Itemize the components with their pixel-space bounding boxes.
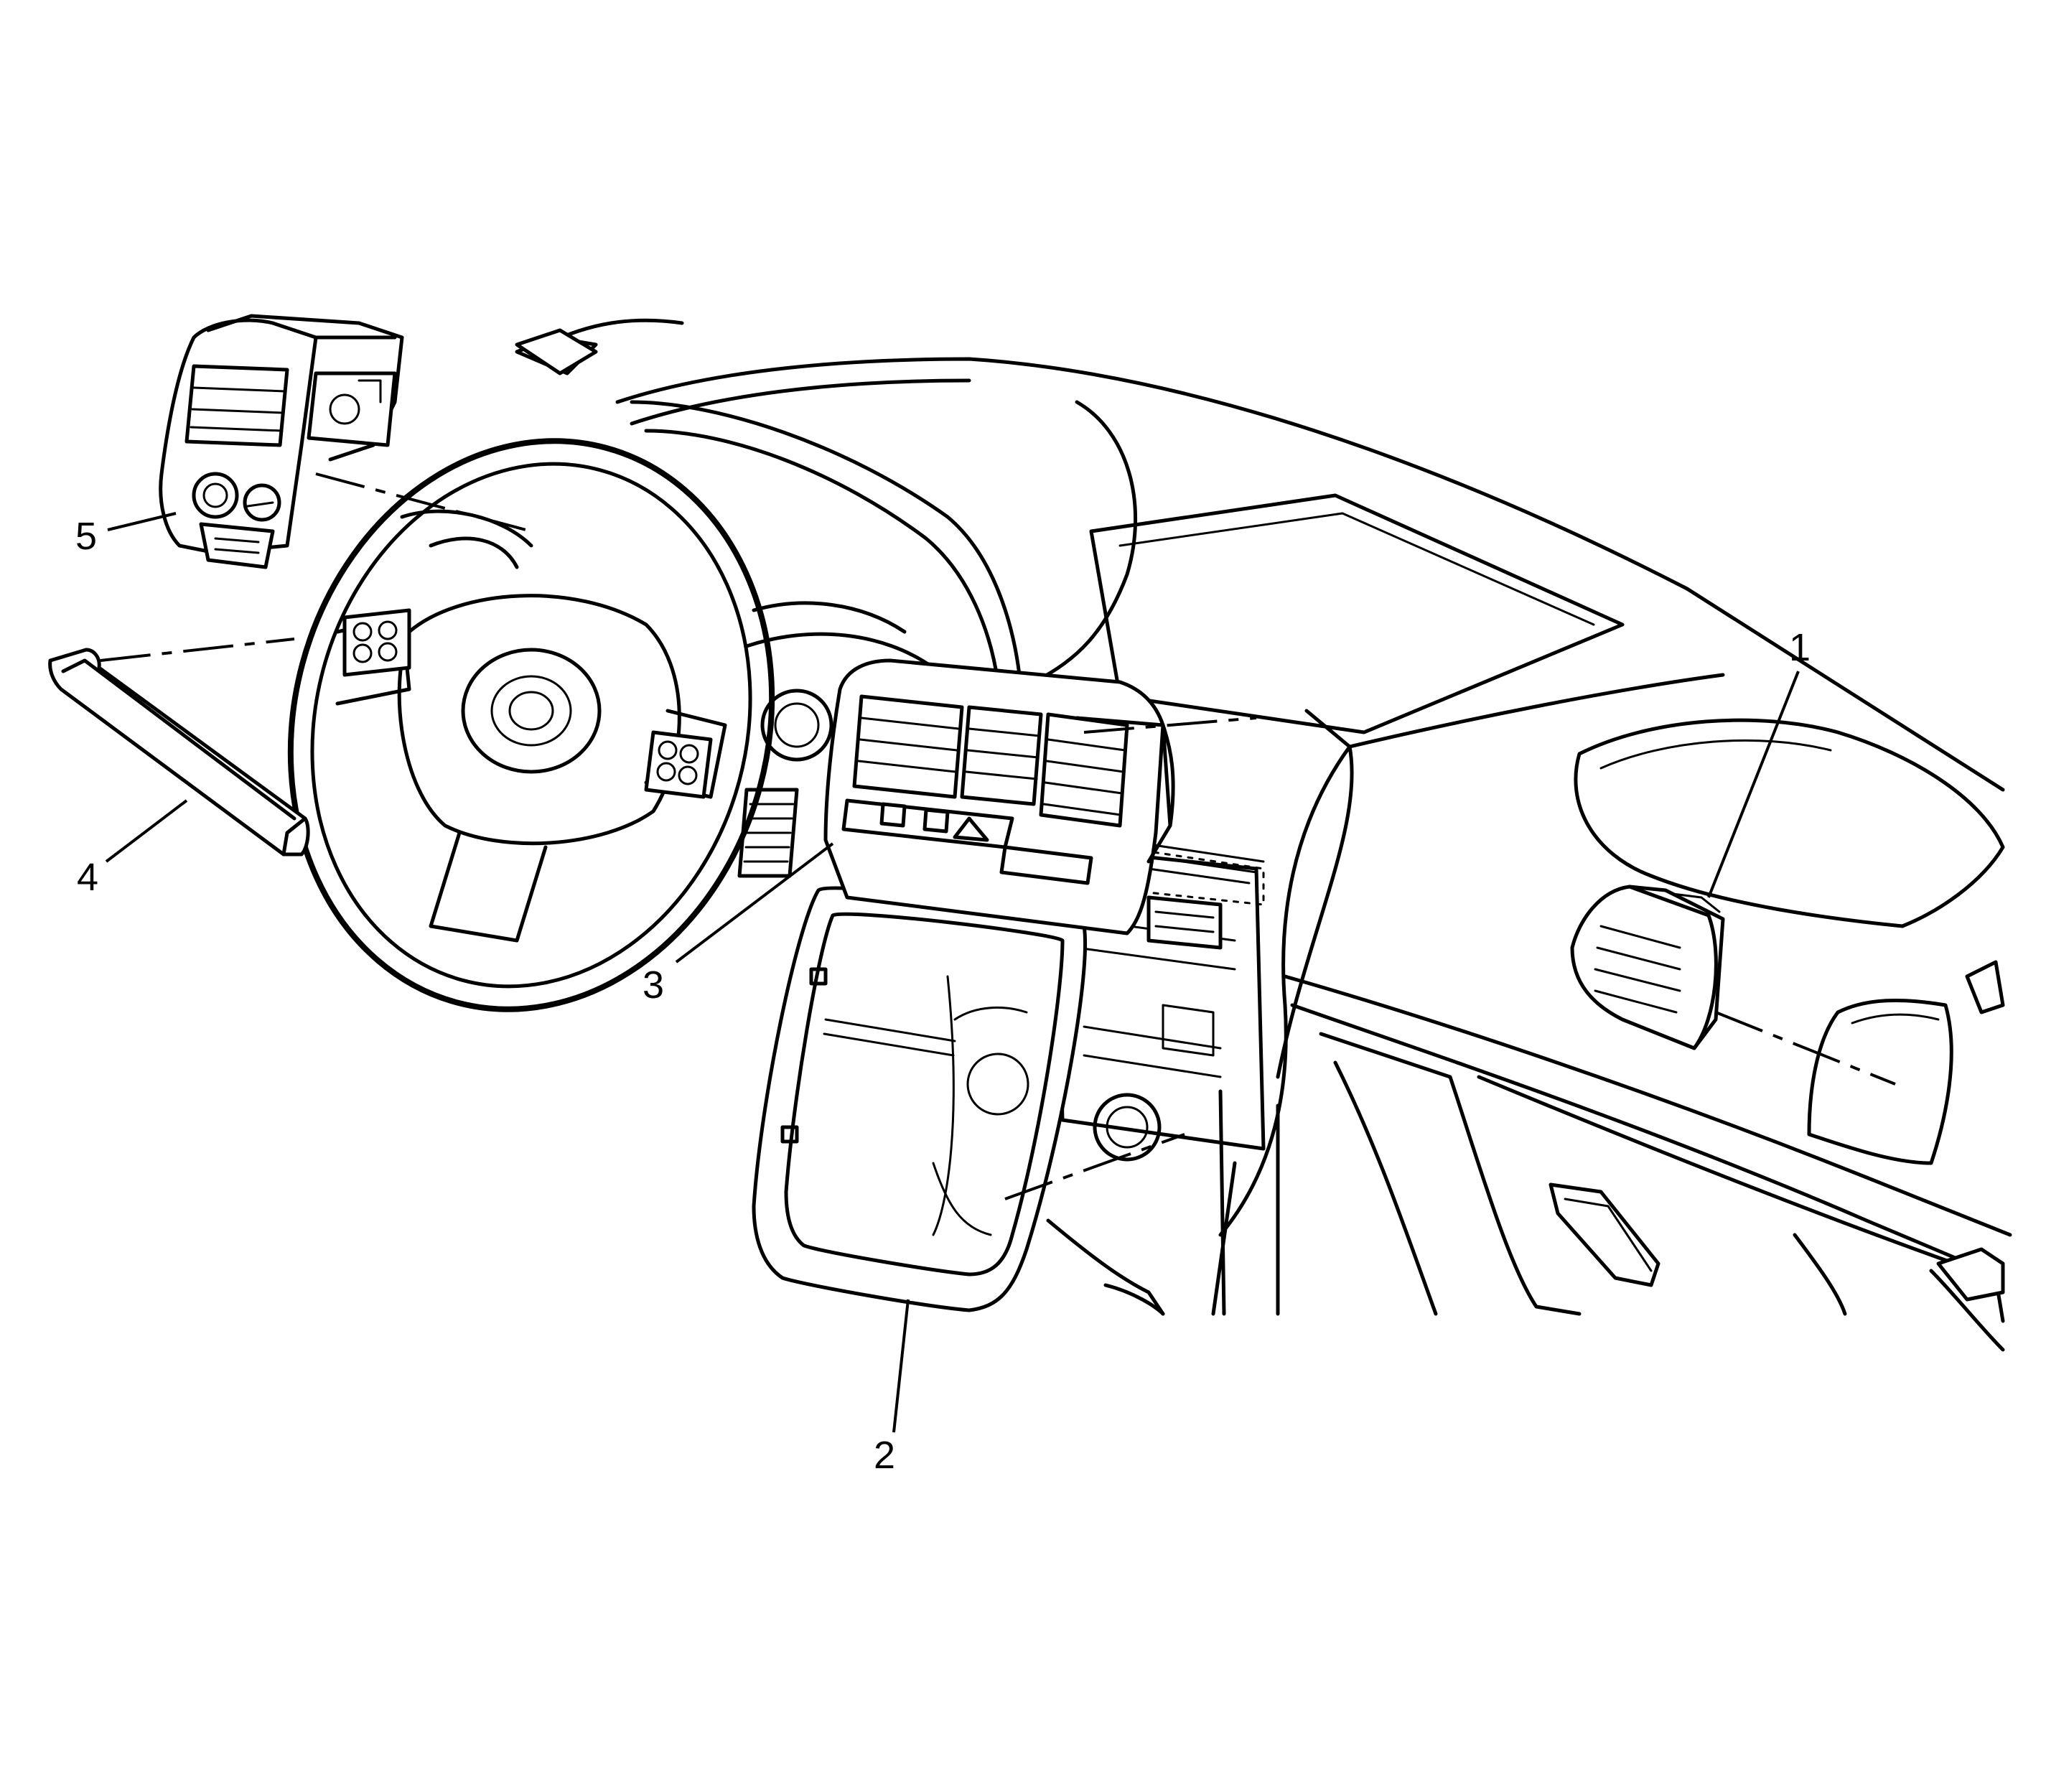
left-lower-grille bbox=[737, 788, 799, 878]
center-air-outlet-assembly bbox=[823, 658, 1175, 935]
left-steering-wheel-controls bbox=[342, 608, 411, 677]
steering-wheel bbox=[287, 438, 775, 1012]
right-air-outlet bbox=[1570, 885, 1725, 1050]
callout-leaders bbox=[105, 512, 1800, 1433]
center-trim-bezel bbox=[752, 886, 1088, 1312]
ignition-switch bbox=[760, 689, 833, 762]
alignment-lines bbox=[100, 472, 1896, 1200]
left-air-outlet-switch-assembly bbox=[159, 314, 404, 569]
right-steering-wheel-controls bbox=[644, 730, 713, 799]
callout-3: 3 bbox=[643, 963, 664, 1007]
callout-4: 4 bbox=[77, 856, 98, 899]
callout-5: 5 bbox=[75, 515, 97, 558]
left-trim-strip bbox=[48, 648, 310, 857]
callout-2: 2 bbox=[874, 1434, 895, 1477]
instrument-panel bbox=[515, 318, 2012, 1352]
callout-1: 1 bbox=[1789, 626, 1811, 669]
airbag-module bbox=[397, 594, 681, 846]
